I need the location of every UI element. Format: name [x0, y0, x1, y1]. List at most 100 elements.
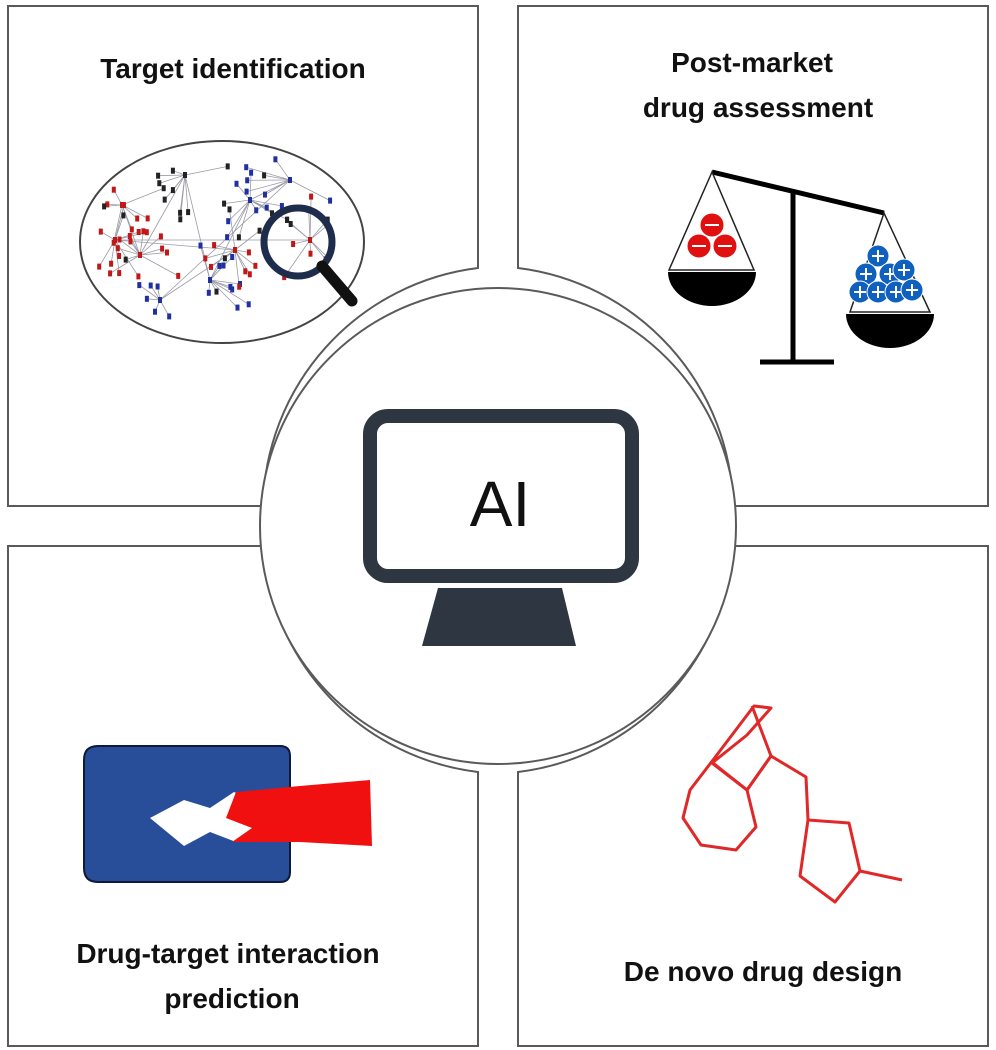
network-node — [236, 234, 241, 241]
network-node — [291, 241, 296, 247]
protein-ligand-icon — [83, 745, 372, 883]
network-node — [178, 209, 183, 216]
network-edge — [229, 209, 236, 251]
network-node — [156, 172, 161, 179]
network-node — [262, 172, 267, 179]
network-edge — [100, 231, 116, 241]
network-node — [308, 250, 313, 257]
title-dti-line2: prediction — [164, 983, 299, 1014]
network-edge — [234, 249, 251, 275]
network-edge — [139, 284, 161, 301]
network-edge — [114, 205, 125, 241]
network-node — [157, 180, 162, 187]
network-edge — [249, 199, 282, 207]
network-edge — [293, 239, 311, 245]
network-node — [328, 197, 333, 204]
title-de-novo: De novo drug design — [624, 956, 902, 987]
network-node — [144, 229, 149, 236]
network-edge — [159, 174, 186, 184]
title-dti-line1: Drug-target interaction — [76, 938, 379, 969]
network-node — [141, 228, 146, 235]
network-node — [235, 304, 240, 311]
network-edge — [172, 170, 186, 176]
network-node — [225, 163, 230, 170]
network-node — [214, 288, 219, 295]
network-node — [176, 272, 181, 279]
network-node — [279, 203, 284, 209]
network-edge — [246, 166, 291, 181]
network-edge — [234, 249, 256, 267]
balance-scale-icon — [667, 169, 934, 365]
network-magnifier-icon — [79, 140, 365, 344]
network-edge — [264, 175, 291, 181]
network-node — [158, 233, 163, 240]
network-node — [117, 236, 122, 243]
network-node — [230, 254, 235, 260]
network-edge — [184, 174, 211, 281]
network-node — [161, 185, 166, 192]
network-node — [221, 262, 226, 269]
network-node — [245, 177, 250, 184]
network-node — [158, 297, 162, 303]
network-node — [137, 282, 142, 289]
network-edge — [226, 199, 251, 238]
network-edge — [214, 244, 236, 251]
network-node — [244, 164, 249, 171]
monitor-icon — [363, 409, 639, 646]
network-edge — [246, 179, 291, 192]
network-edge — [113, 204, 123, 243]
network-node — [138, 252, 142, 258]
network-node — [208, 277, 212, 283]
network-node — [234, 180, 239, 187]
network-edge — [146, 298, 161, 301]
network-edge — [121, 204, 148, 219]
network-node — [248, 197, 252, 203]
network-node — [128, 238, 133, 245]
network-node — [198, 242, 203, 249]
network-edge — [275, 159, 291, 181]
network-edge — [119, 239, 141, 256]
network-node — [249, 169, 254, 176]
network-node — [246, 301, 251, 308]
network-node — [129, 226, 134, 233]
network-node — [109, 260, 114, 267]
title-target-identification: Target identification — [100, 53, 366, 84]
network-node — [105, 201, 110, 208]
network-node — [243, 268, 248, 275]
network-edge — [125, 254, 141, 260]
network-node — [288, 221, 293, 227]
network-node — [113, 237, 117, 243]
network-node — [247, 271, 252, 278]
network-edge — [234, 249, 249, 253]
network-node — [155, 283, 160, 290]
network-edge — [158, 174, 186, 177]
network-edge — [224, 199, 251, 204]
network-node — [160, 245, 165, 252]
network-node — [111, 186, 116, 193]
network-edge — [139, 248, 163, 256]
network-node — [153, 308, 157, 315]
network-node — [127, 233, 132, 239]
network-node — [270, 210, 274, 217]
network-node — [165, 249, 169, 256]
network-node — [98, 228, 103, 235]
network-edge — [114, 239, 236, 251]
network-edge — [139, 231, 144, 256]
network-node — [122, 202, 126, 209]
network-node — [282, 274, 287, 281]
network-node — [309, 193, 314, 200]
network-edge — [139, 236, 162, 256]
network-node — [167, 313, 172, 320]
network-edge — [249, 172, 252, 201]
network-node — [162, 196, 167, 203]
center-ai-label: AI — [470, 468, 530, 540]
network-node — [203, 255, 208, 262]
network-node — [285, 217, 290, 223]
network-edge — [309, 196, 312, 241]
network-node — [136, 273, 141, 280]
network-node — [212, 242, 217, 249]
network-node — [209, 263, 213, 270]
network-edge — [236, 183, 251, 201]
network-node — [102, 203, 107, 210]
